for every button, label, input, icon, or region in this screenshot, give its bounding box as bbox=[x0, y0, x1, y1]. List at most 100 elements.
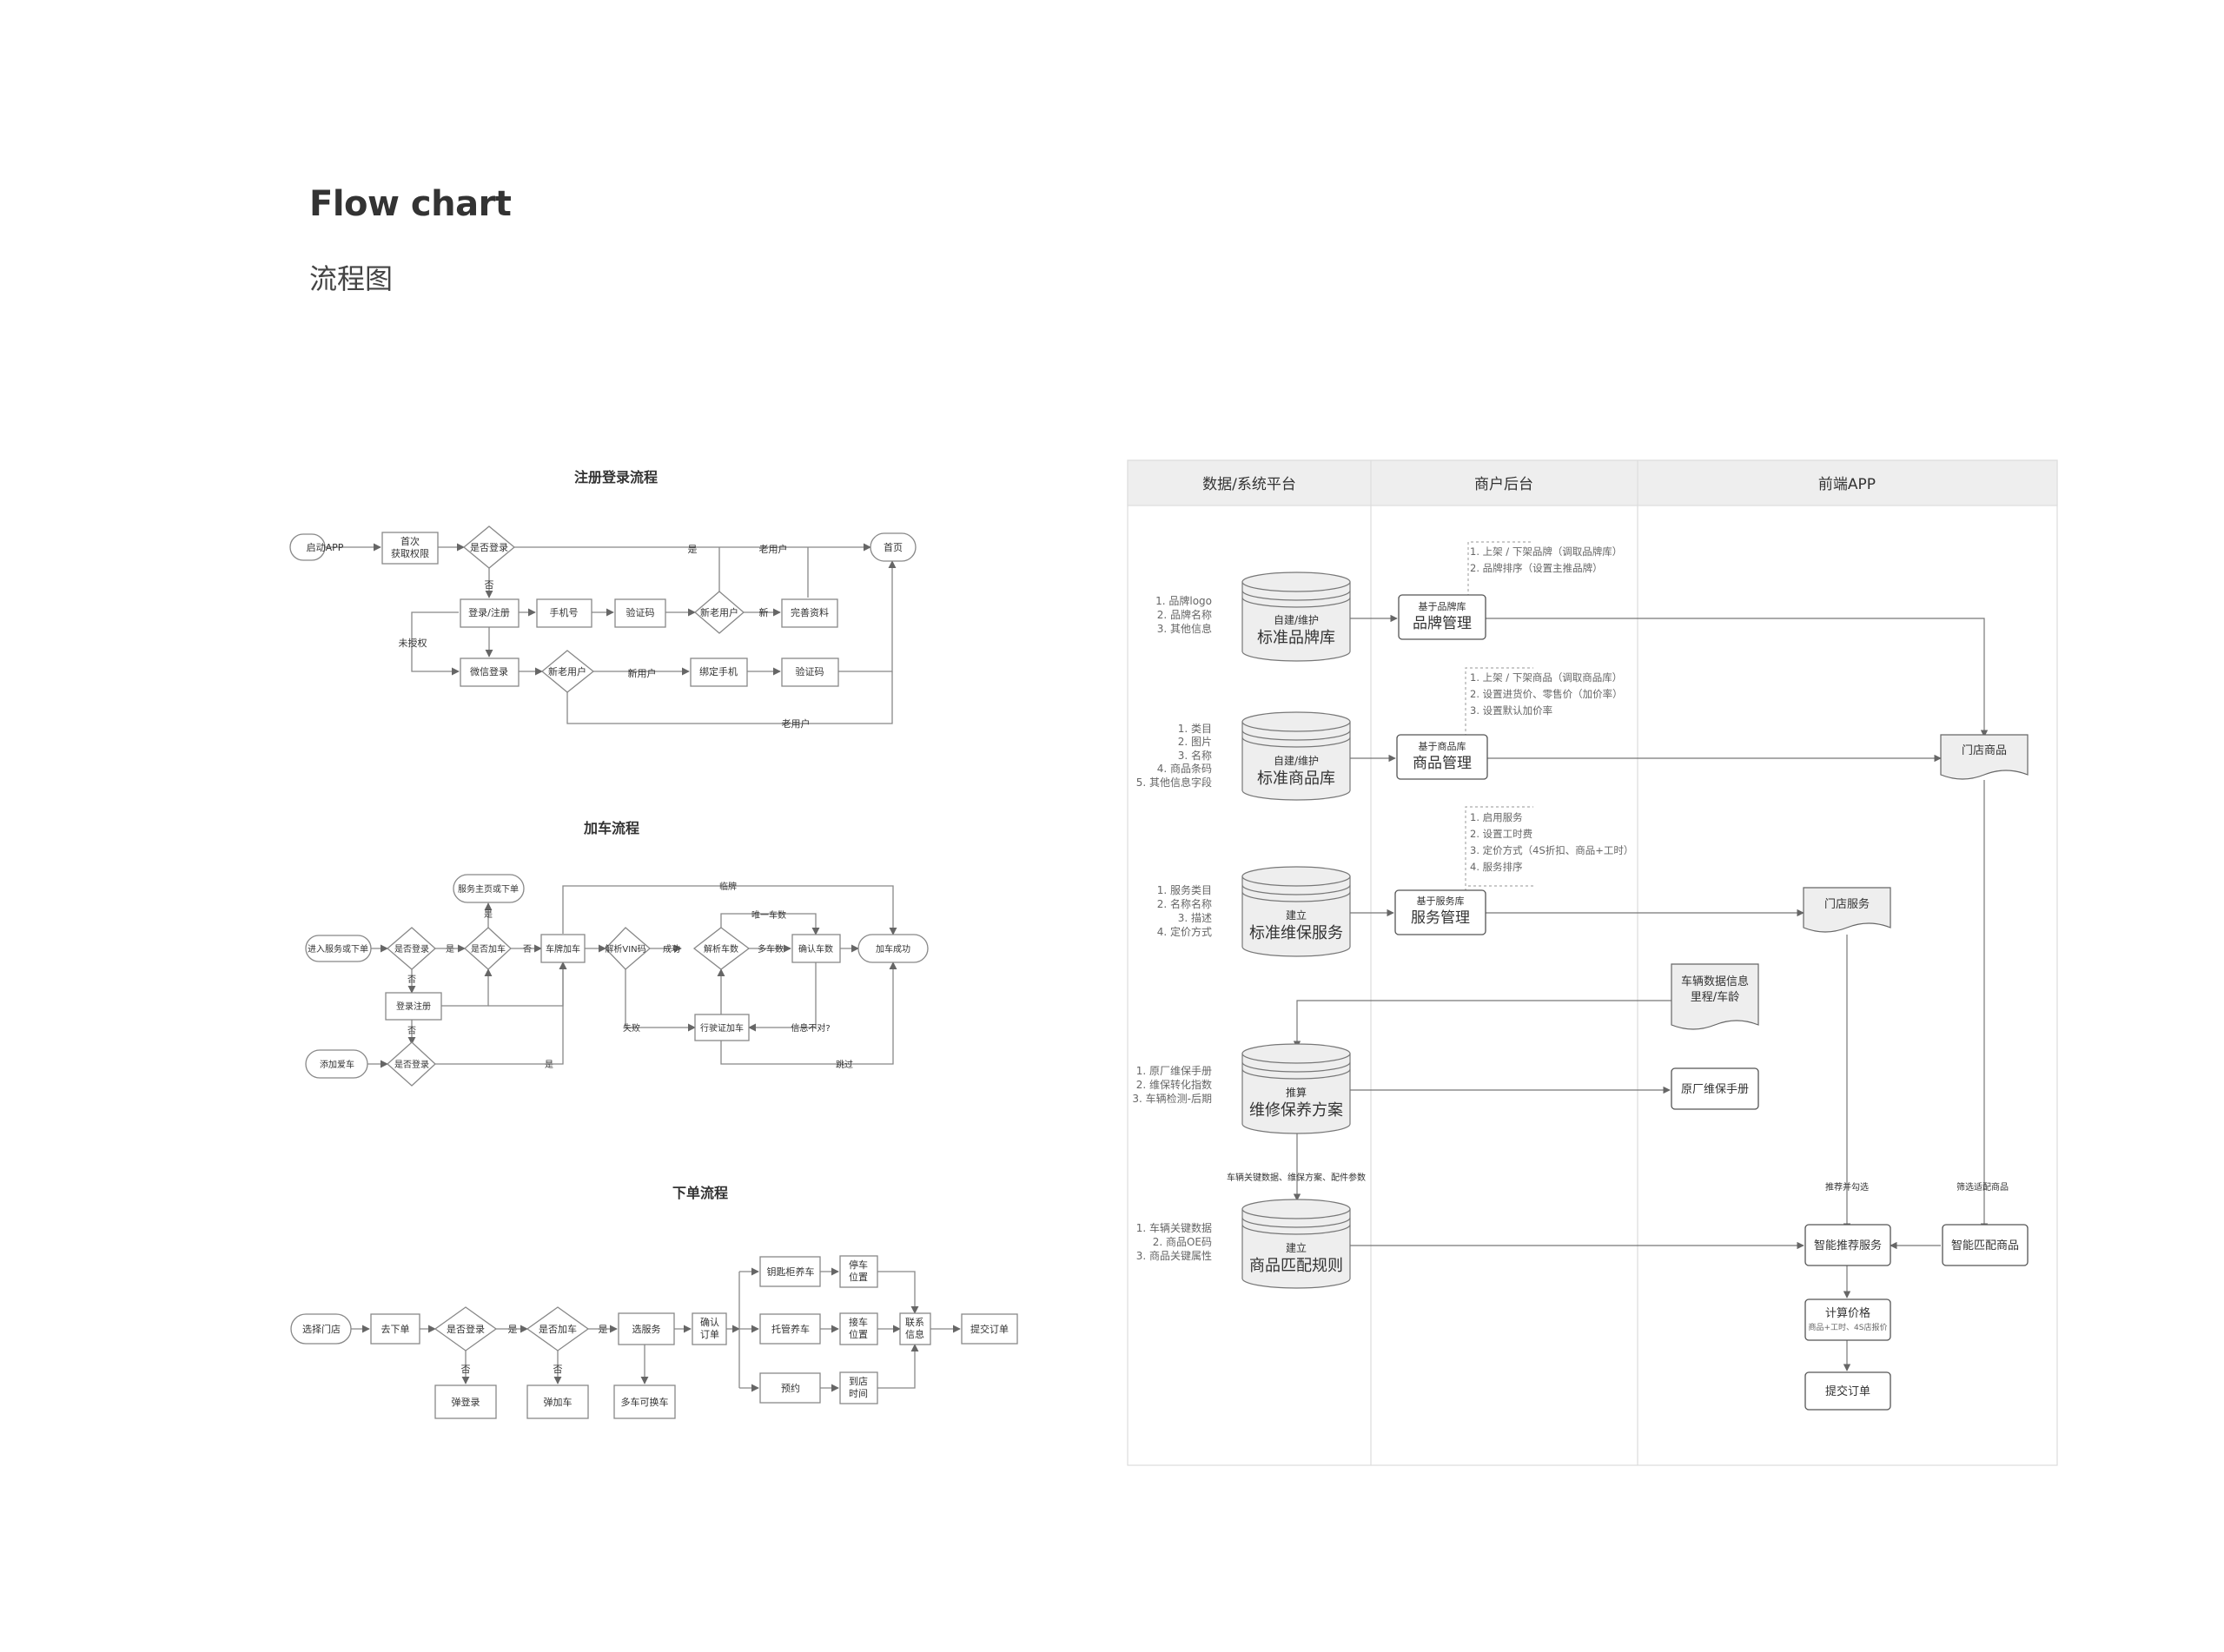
cart-login-register: 登录注册 bbox=[396, 1001, 431, 1012]
goods-mgr-box bbox=[1396, 734, 1488, 780]
match-db-big: 商品匹配规则 bbox=[1249, 1257, 1343, 1275]
cart-info-wrong: 信息不对? bbox=[791, 1022, 830, 1034]
page-subtitle: 流程图 bbox=[309, 262, 394, 295]
goods-note-3: 3. 名称 bbox=[1178, 749, 1212, 762]
filter-label: 筛选适配商品 bbox=[1956, 1181, 2009, 1193]
reg-bind-phone: 绑定手机 bbox=[699, 665, 738, 677]
service-db bbox=[1241, 866, 1351, 957]
calc-price-box bbox=[1804, 1298, 1891, 1341]
cart-is-login: 是否登录 bbox=[394, 943, 429, 955]
cart-plate-add: 车牌加车 bbox=[546, 943, 580, 955]
cart-yes-label: 是 bbox=[446, 944, 454, 955]
brand-db bbox=[1241, 572, 1351, 662]
svc-note-4: 4. 定价方式 bbox=[1157, 925, 1212, 938]
order-flow bbox=[290, 1255, 1018, 1419]
order-no-label-2: 否 bbox=[553, 1364, 563, 1375]
store-service-label: 门店服务 bbox=[1824, 897, 1870, 911]
order-flow-title: 下单流程 bbox=[672, 1185, 728, 1201]
reg-phone: 手机号 bbox=[550, 606, 579, 618]
register-login-flow bbox=[289, 525, 917, 724]
reg-home: 首页 bbox=[884, 541, 903, 553]
order-arrive-2: 时间 bbox=[849, 1388, 868, 1399]
goods-note-2: 2. 图片 bbox=[1178, 736, 1212, 748]
maint-db-big: 维修保养方案 bbox=[1249, 1101, 1343, 1120]
recommend-label: 推荐并勾选 bbox=[1825, 1181, 1869, 1193]
register-login-labels: 注册登录流程 启动APP 首次 获取权限 是否登录 是 老用户 首页 否 登录/… bbox=[307, 469, 903, 730]
goods-mgr-note-1: 1. 上架 / 下架商品（调取商品库） bbox=[1470, 671, 1622, 684]
submit-order-label: 提交订单 bbox=[1825, 1384, 1870, 1398]
reg-is-login: 是否登录 bbox=[470, 541, 508, 553]
cart-fail-label: 失败 bbox=[623, 1022, 640, 1034]
cart-advisor: 服务主页或下单 bbox=[458, 883, 519, 895]
reg-new-old-user-2: 新老用户 bbox=[548, 665, 586, 677]
smart-match-label: 智能匹配商品 bbox=[1951, 1239, 2019, 1252]
svc-db-big: 标准维保服务 bbox=[1249, 924, 1343, 942]
order-pickup-2: 位置 bbox=[849, 1328, 868, 1340]
reg-start-app: 启动APP bbox=[307, 542, 344, 553]
lane-data-platform: 数据/系统平台 bbox=[1202, 476, 1296, 493]
calc-price-sub: 商品+工时、4S店报价 bbox=[1809, 1322, 1888, 1332]
svc-note-3: 3. 描述 bbox=[1178, 912, 1212, 924]
reg-complete-profile: 完善资料 bbox=[791, 606, 829, 618]
cart-parse-vin: 解析VIN码 bbox=[605, 943, 645, 955]
svc-mgr-box bbox=[1394, 889, 1486, 935]
reg-new-old-user: 新老用户 bbox=[700, 606, 738, 618]
store-service-doc bbox=[1803, 887, 1891, 933]
match-rule-db bbox=[1241, 1199, 1351, 1289]
order-confirm-2: 订单 bbox=[700, 1329, 719, 1340]
goods-db-big: 标准商品库 bbox=[1257, 770, 1335, 788]
svc-mgr-note-1: 1. 启用服务 bbox=[1470, 811, 1523, 823]
order-no-label: 否 bbox=[461, 1364, 471, 1375]
register-flow-title: 注册登录流程 bbox=[574, 469, 658, 486]
add-car-flow bbox=[305, 874, 929, 1087]
order-is-login: 是否登录 bbox=[447, 1323, 485, 1335]
brand-note-1: 1. 品牌logo bbox=[1155, 595, 1212, 607]
order-reserve: 预约 bbox=[781, 1383, 800, 1394]
vehicle-data-label-2: 里程/车龄 bbox=[1691, 990, 1739, 1004]
order-arrive-1: 到店 bbox=[849, 1375, 868, 1387]
brand-mgr-big: 品牌管理 bbox=[1413, 615, 1472, 632]
order-custody: 托管养车 bbox=[771, 1323, 810, 1335]
lane-merchant-backend: 商户后台 bbox=[1474, 476, 1533, 493]
order-pickup-1: 接车 bbox=[849, 1316, 868, 1328]
brand-mgr-box bbox=[1398, 594, 1486, 640]
reg-vcode: 验证码 bbox=[626, 606, 655, 618]
order-select-store: 选择门店 bbox=[302, 1323, 341, 1335]
order-confirm-1: 确认 bbox=[700, 1317, 719, 1328]
order-pop-login: 弹登录 bbox=[452, 1396, 480, 1408]
reg-login-register: 登录/注册 bbox=[468, 606, 510, 618]
page-title: Flow chart bbox=[309, 184, 512, 224]
reg-unauth-label: 未授权 bbox=[399, 637, 427, 649]
cart-license-add: 行驶证加车 bbox=[700, 1022, 744, 1034]
svc-mgr-small: 基于服务库 bbox=[1417, 895, 1465, 907]
vehicle-data-label-1: 车辆数据信息 bbox=[1681, 975, 1749, 988]
goods-mgr-note-2: 2. 设置进货价、零售价（加价率） bbox=[1470, 688, 1623, 700]
cart-is-login-2: 是否登录 bbox=[394, 1059, 429, 1070]
maint-db-small: 推算 bbox=[1286, 1086, 1307, 1099]
order-pop-add: 弹加车 bbox=[544, 1396, 573, 1408]
match-db-small: 建立 bbox=[1286, 1241, 1307, 1254]
cart-no-label-3: 否 bbox=[407, 1026, 416, 1036]
goods-db bbox=[1241, 711, 1351, 801]
order-select-service: 选服务 bbox=[632, 1324, 661, 1335]
order-is-added: 是否加车 bbox=[539, 1323, 577, 1335]
order-go-order: 去下单 bbox=[381, 1324, 410, 1335]
svc-mgr-note-4: 4. 服务排序 bbox=[1470, 861, 1523, 873]
oem-manual-box bbox=[1671, 1067, 1759, 1110]
svc-mgr-note-2: 2. 设置工时费 bbox=[1470, 828, 1532, 840]
order-park-1: 停车 bbox=[849, 1259, 868, 1271]
smart-match-box bbox=[1942, 1224, 2029, 1266]
reg-wechat-login: 微信登录 bbox=[470, 665, 508, 677]
cart-yes-label-2: 是 bbox=[484, 909, 493, 920]
store-goods-doc bbox=[1940, 734, 2029, 780]
cart-plate-tag: 临牌 bbox=[719, 881, 737, 892]
vehicle-data-doc bbox=[1671, 963, 1759, 1030]
svc-mgr-note-3: 3. 定价方式（4S折扣、商品+工时） bbox=[1470, 844, 1633, 856]
goods-note-5: 5. 其他信息字段 bbox=[1136, 776, 1212, 789]
match-note-3: 3. 商品关键属性 bbox=[1136, 1249, 1212, 1262]
reg-first-perm-2: 获取权限 bbox=[391, 548, 429, 559]
brand-mgr-note-2: 2. 品牌排序（设置主推品牌） bbox=[1470, 562, 1603, 574]
add-car-flow-title: 加车流程 bbox=[583, 820, 639, 836]
maint-note-1: 1. 原厂维保手册 bbox=[1136, 1065, 1212, 1077]
smart-rec-label: 智能推荐服务 bbox=[1814, 1239, 1882, 1252]
